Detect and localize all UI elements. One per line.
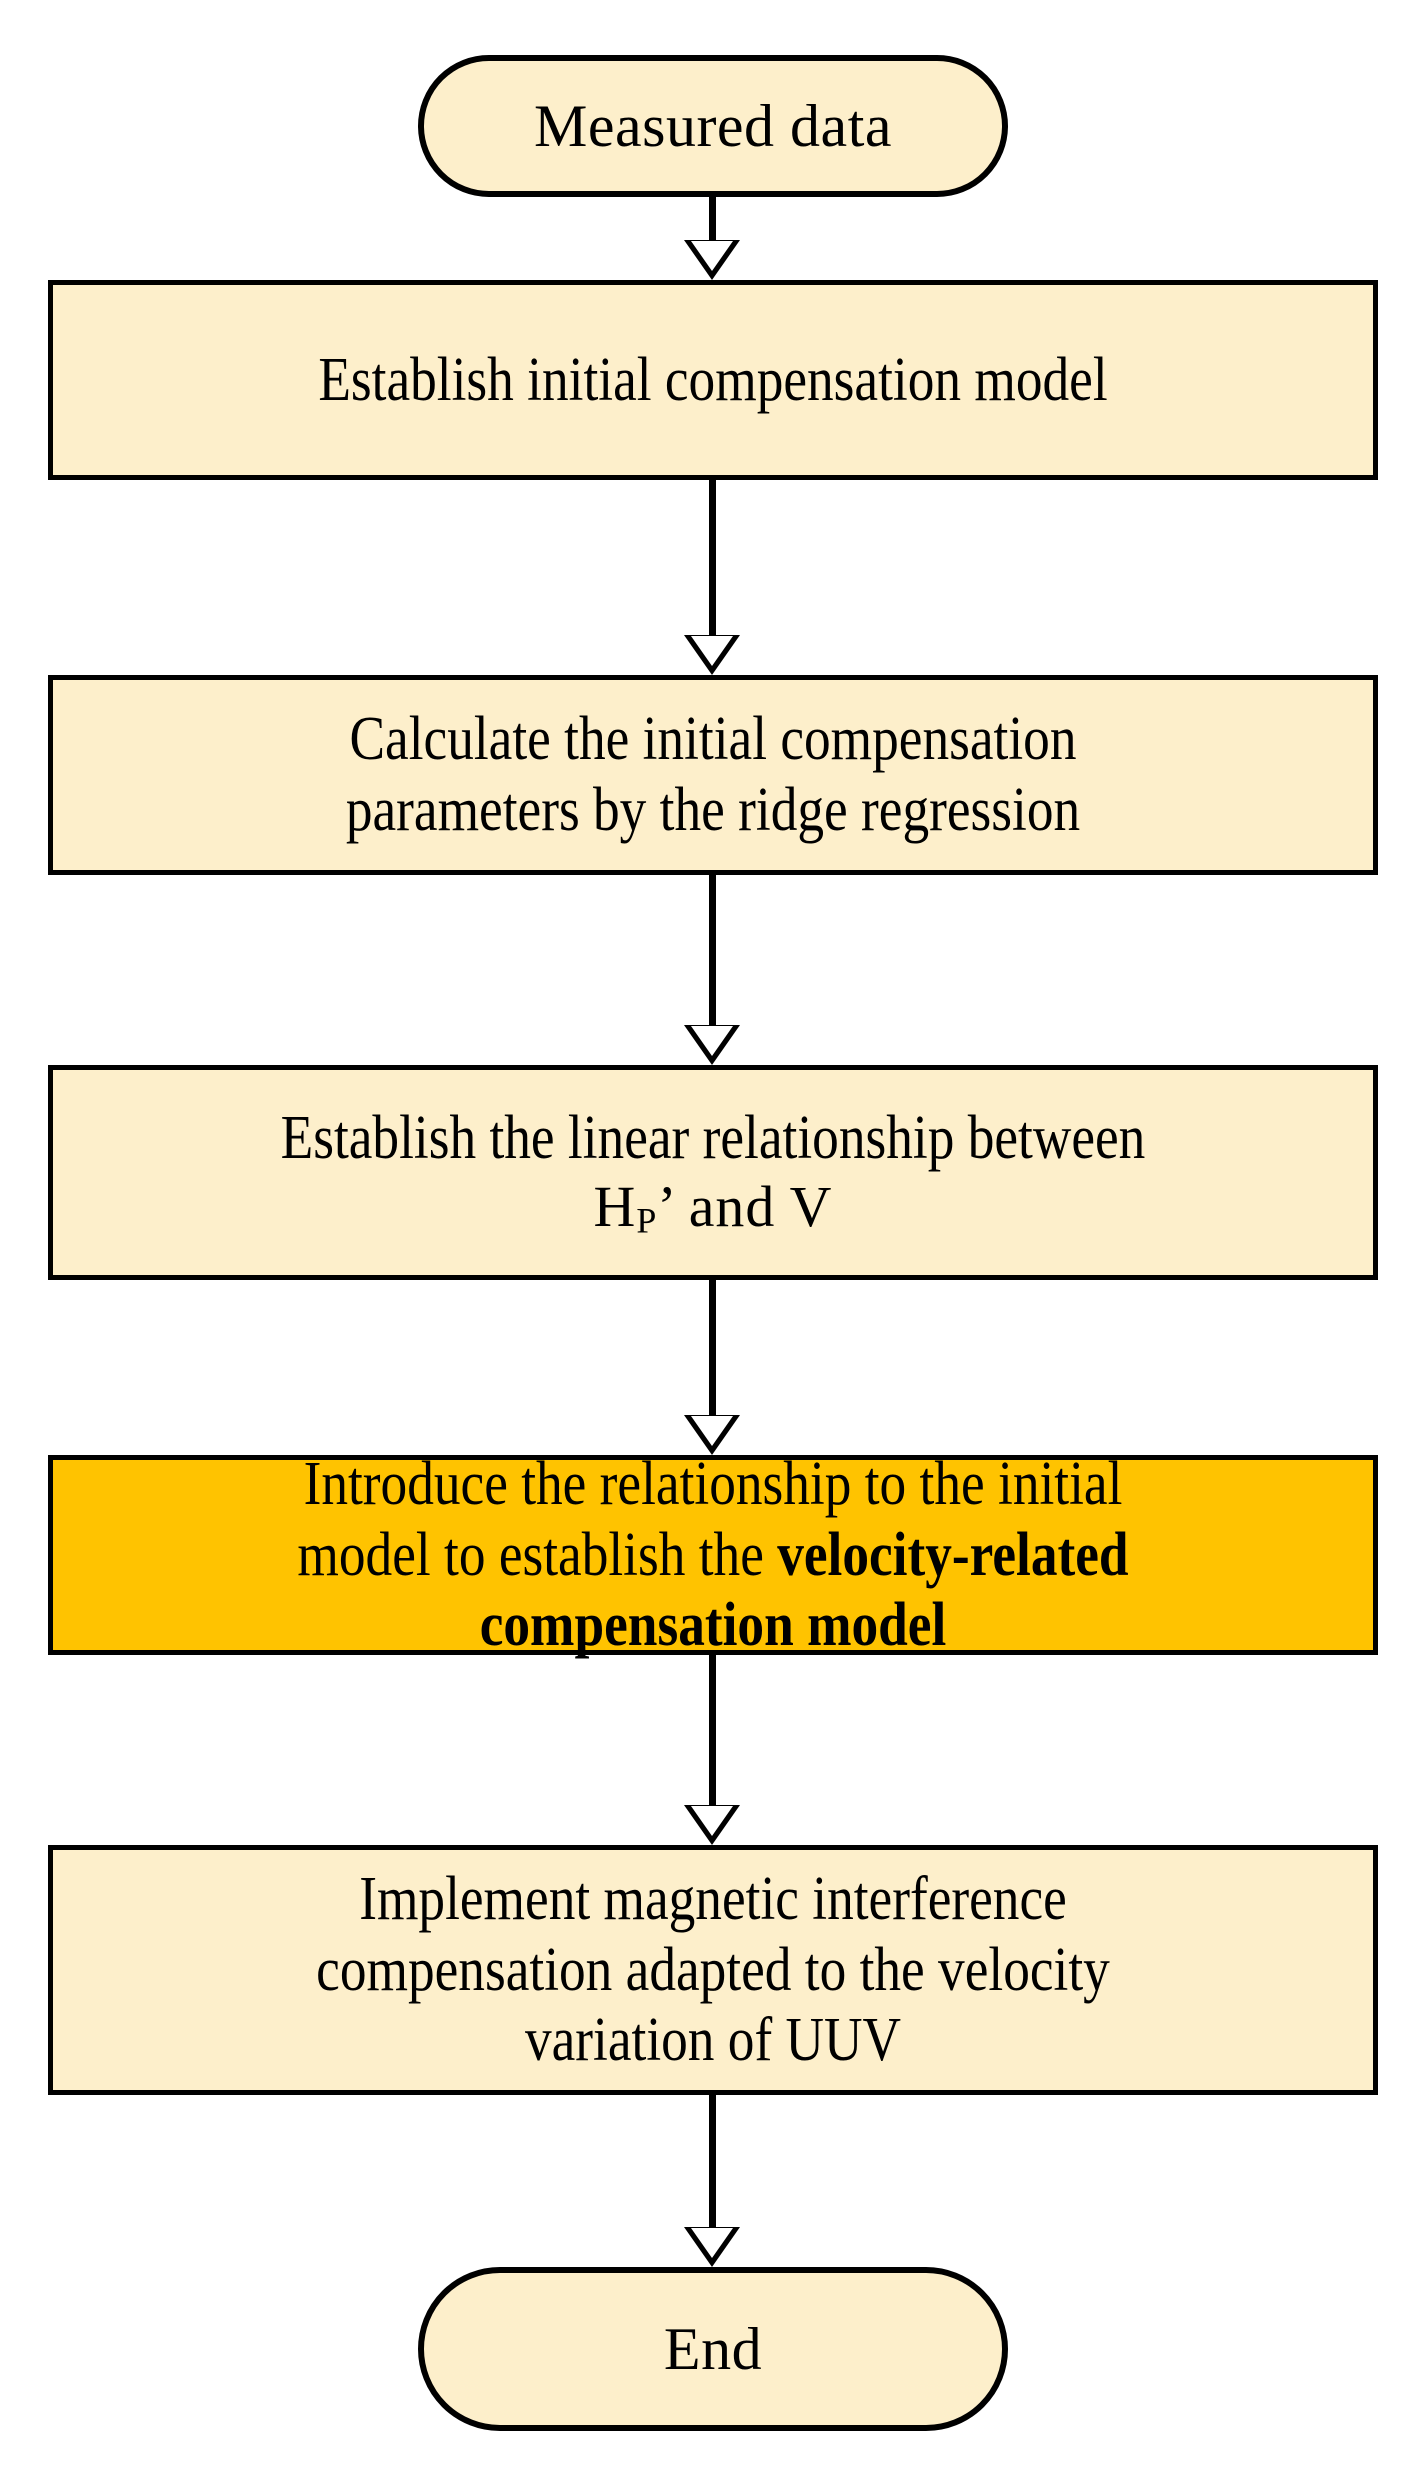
connector-stem bbox=[708, 480, 716, 635]
arrow-head-down-icon bbox=[684, 1415, 740, 1455]
connector-highlight-to-implement bbox=[682, 1655, 742, 1845]
node-establish-linear-label: Establish the linear relationship betwee… bbox=[145, 1033, 1280, 1312]
connector-measured-to-establish bbox=[682, 197, 742, 280]
node-end[interactable]: End bbox=[418, 2267, 1008, 2431]
node-establish-linear-line1: Establish the linear relationship betwee… bbox=[280, 1104, 1146, 1173]
node-measured-data-label: Measured data bbox=[533, 92, 892, 159]
node-measured-data[interactable]: Measured data bbox=[418, 55, 1008, 197]
connector-establish-to-calculate bbox=[682, 480, 742, 675]
formula-suffix: ’ and V bbox=[657, 1174, 833, 1240]
connector-stem bbox=[708, 1655, 716, 1805]
connector-stem bbox=[708, 875, 716, 1025]
connector-implement-to-end bbox=[682, 2095, 742, 2267]
node-end-label: End bbox=[663, 2315, 763, 2382]
arrow-head-down-icon bbox=[684, 1025, 740, 1065]
connector-linear-to-highlight bbox=[682, 1280, 742, 1455]
node-highlight-model-bold: velocity-related compensation model bbox=[479, 1520, 1129, 1660]
node-establish-linear-formula: HP’ and V bbox=[67, 1174, 1360, 1241]
node-implement-compensation-label: Implement magnetic interference compensa… bbox=[316, 1864, 1110, 2075]
node-highlight-model-plain: Introduce the relationship to the initia… bbox=[297, 1450, 1123, 1589]
connector-stem bbox=[708, 2095, 716, 2227]
arrow-head-down-icon bbox=[684, 1805, 740, 1845]
node-highlight-model-label: Introduce the relationship to the initia… bbox=[145, 1449, 1280, 1661]
formula-prefix: H bbox=[593, 1174, 637, 1240]
connector-calculate-to-linear bbox=[682, 875, 742, 1065]
formula-subscript: P bbox=[636, 1200, 658, 1241]
node-calculate-parameters-label: Calculate the initial compensation param… bbox=[345, 705, 1081, 844]
node-establish-linear[interactable]: Establish the linear relationship betwee… bbox=[48, 1065, 1378, 1280]
arrow-head-down-icon bbox=[684, 635, 740, 675]
arrow-head-down-icon bbox=[684, 2227, 740, 2267]
arrow-head-down-icon bbox=[684, 240, 740, 280]
connector-stem bbox=[708, 1280, 716, 1415]
node-highlight-model[interactable]: Introduce the relationship to the initia… bbox=[48, 1450, 1378, 1659]
connector-stem bbox=[708, 197, 716, 240]
node-calculate-parameters[interactable]: Calculate the initial compensation param… bbox=[48, 675, 1378, 875]
node-implement-compensation[interactable]: Implement magnetic interference compensa… bbox=[48, 1845, 1378, 2095]
node-establish-initial-model-label: Establish initial compensation model bbox=[318, 345, 1108, 414]
node-establish-initial-model[interactable]: Establish initial compensation model bbox=[48, 280, 1378, 480]
